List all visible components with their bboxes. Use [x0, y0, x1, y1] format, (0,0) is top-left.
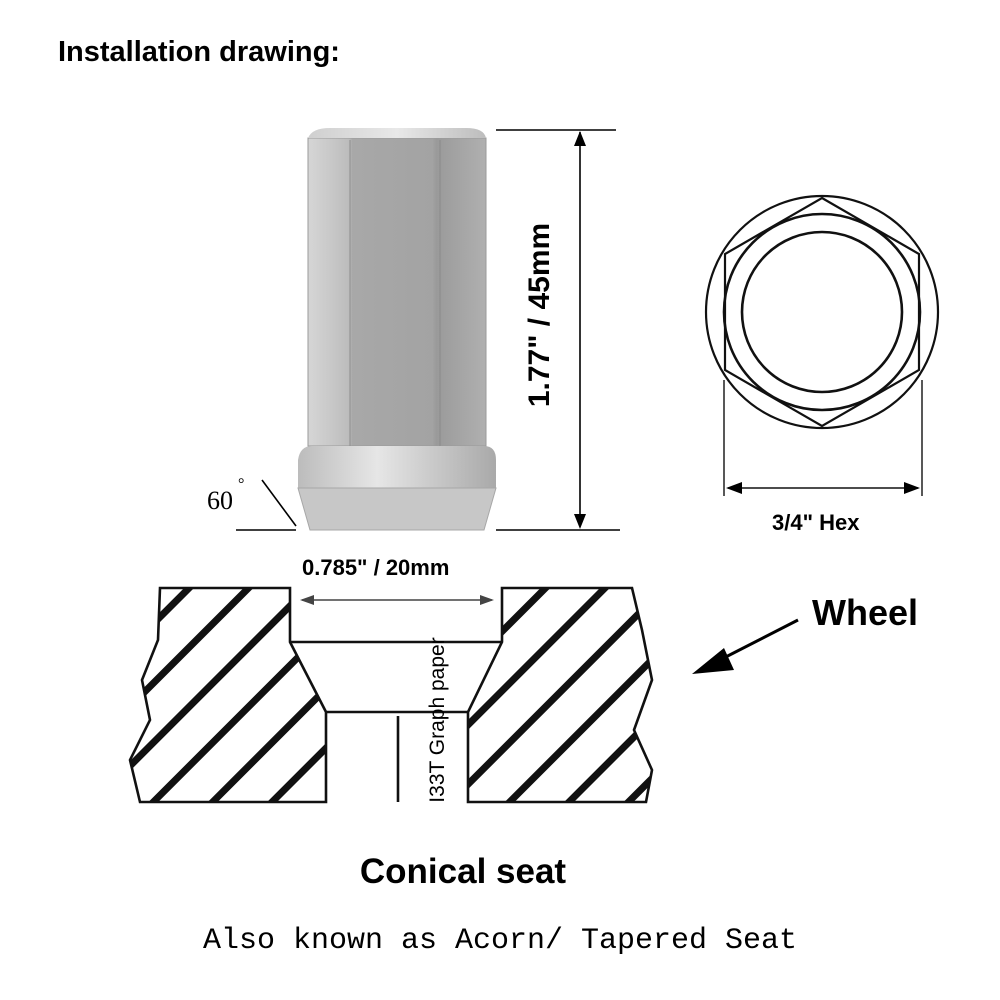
diagram-subcaption: Also known as Acorn/ Tapered Seat — [202, 924, 798, 958]
page-title: Installation drawing: — [58, 36, 340, 68]
seat-angle-marker — [236, 479, 297, 531]
height-dimension-line — [496, 129, 620, 531]
width-dimension-line — [300, 595, 494, 605]
wheel-pointer-arrow — [692, 618, 799, 674]
thread-width-label: 0.785" / 20mm — [302, 555, 450, 580]
nut-collar — [298, 446, 496, 488]
nut-conical-seat — [297, 487, 497, 531]
height-dimension-text: 1.77" / 45mm — [523, 222, 556, 408]
seat-angle-label: 60 — [207, 486, 233, 515]
diagram-caption: Conical seat — [359, 852, 567, 891]
degree-symbol: ° — [238, 476, 245, 493]
hex-top-view — [704, 194, 940, 496]
nut-top-chamfer — [308, 128, 486, 138]
watermark-text: I33T Graph paper — [426, 637, 449, 803]
lug-nut-side-view — [297, 128, 497, 531]
wheel-cross-section — [128, 586, 654, 804]
wheel-label: Wheel — [812, 592, 919, 633]
hex-size-label: 3/4" Hex — [772, 510, 860, 535]
nut-hex-body — [307, 137, 487, 447]
